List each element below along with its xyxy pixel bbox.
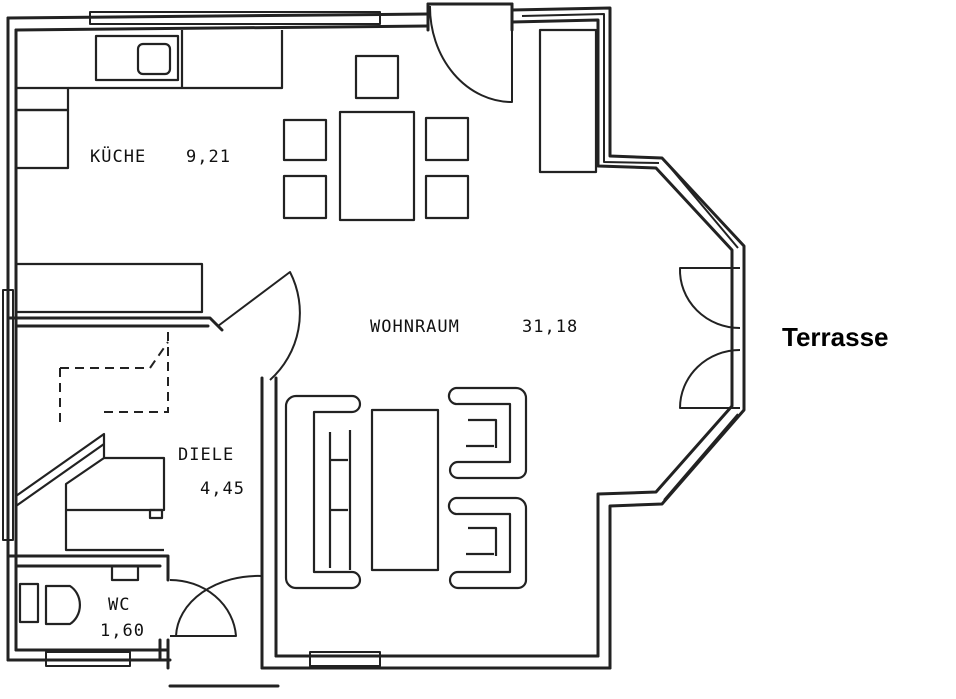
windows: [2, 11, 739, 667]
room-area-wc: 1,60: [100, 621, 145, 641]
wc-fixtures: [18, 564, 140, 626]
room-name-wohnraum: WOHNRAUM: [370, 317, 460, 337]
armchair-top: [447, 386, 528, 480]
staircase: [15, 330, 169, 552]
dining-set: [282, 54, 470, 222]
room-name-kueche: KÜCHE: [90, 145, 146, 167]
terrace-label: Terrasse: [782, 322, 889, 352]
door-wc: [169, 578, 237, 637]
room-area-kueche: 9,21: [186, 147, 231, 167]
armchair-bottom: [447, 496, 528, 590]
room-name-diele: DIELE: [178, 445, 234, 465]
door-kitchen: [217, 271, 301, 381]
room-name-wc: WC: [108, 595, 130, 615]
outer-walls: [6, 6, 746, 670]
room-area-wohnraum: 31,18: [522, 317, 578, 337]
terrace-door: [678, 267, 741, 409]
coffee-table: [370, 408, 440, 572]
cabinet: [538, 28, 598, 174]
sofa-left: [284, 394, 362, 590]
door-diele: [175, 574, 263, 637]
entry-door: [426, 2, 514, 103]
kitchen-counters: [16, 30, 284, 314]
room-area-diele: 4,45: [200, 479, 245, 499]
